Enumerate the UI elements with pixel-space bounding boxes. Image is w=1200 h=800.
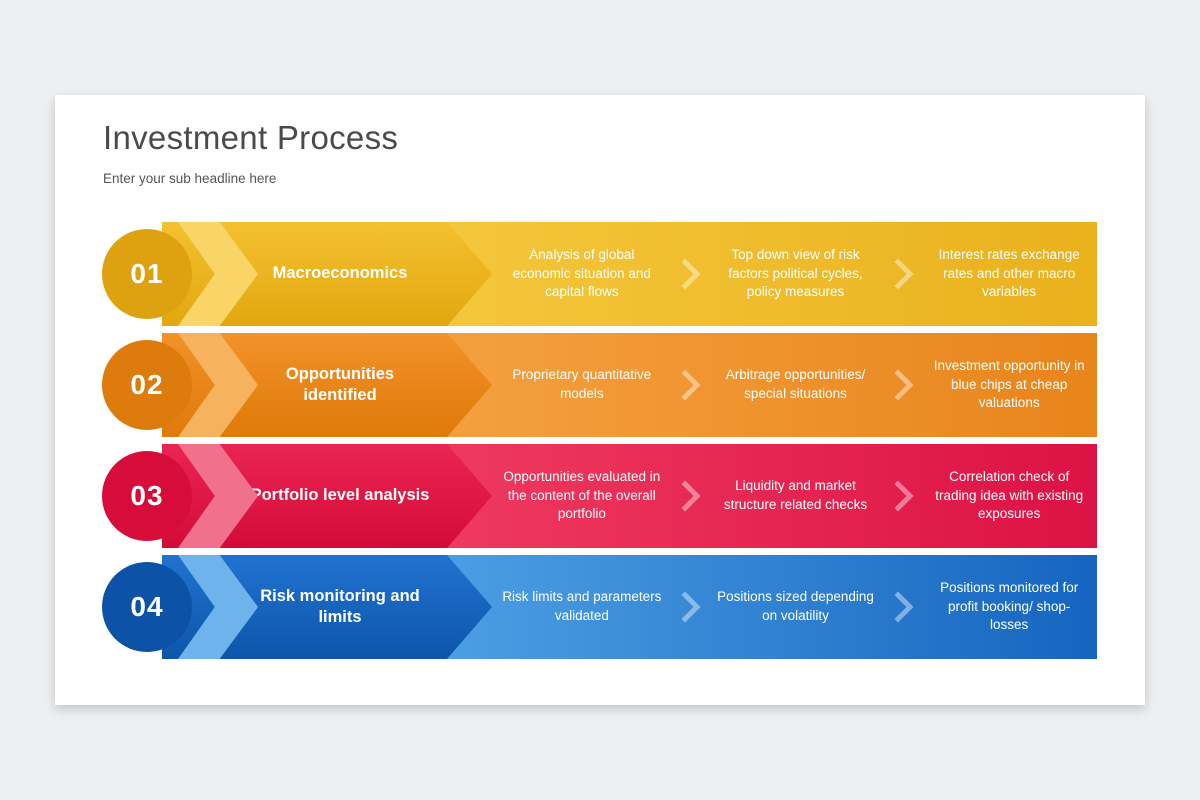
step-title: Macroeconomics <box>272 264 408 283</box>
step-number: 01 <box>130 258 164 289</box>
step-title: Risk monitoring and limits <box>260 586 420 626</box>
step-title: Opportunities identified <box>285 364 395 404</box>
step-detail: Correlation check of trading idea with e… <box>935 468 1084 522</box>
process-step-1: Analysis of global economic situation an… <box>102 222 1097 326</box>
step-bar-content: Risk limits and parameters validated Pos… <box>494 555 1097 659</box>
step-title: Portfolio level analysis <box>250 486 430 505</box>
step-number: 03 <box>130 480 164 511</box>
chevron-right-icon <box>883 374 921 396</box>
step-number: 02 <box>130 369 164 400</box>
process-steps: Analysis of global economic situation an… <box>102 222 1097 666</box>
step-detail: Top down view of risk factors political … <box>728 246 863 300</box>
chevron-right-icon <box>670 596 708 618</box>
slide-card: Investment Process Enter your sub headli… <box>55 95 1145 705</box>
step-bar-content: Proprietary quantitative models Arbitrag… <box>494 333 1097 437</box>
step-bar: Proprietary quantitative models Arbitrag… <box>430 333 1097 437</box>
step-bar: Opportunities evaluated in the content o… <box>430 444 1097 548</box>
step-bar-content: Opportunities evaluated in the content o… <box>494 444 1097 548</box>
step-detail: Liquidity and market structure related c… <box>723 478 868 512</box>
chevron-right-icon <box>883 485 921 507</box>
step-bar: Analysis of global economic situation an… <box>430 222 1097 326</box>
step-detail: Risk limits and parameters validated <box>502 589 662 623</box>
process-step-4: Risk limits and parameters validated Pos… <box>102 555 1097 659</box>
step-number-badge: 01 <box>102 229 192 319</box>
process-step-3: Opportunities evaluated in the content o… <box>102 444 1097 548</box>
chevron-right-icon <box>670 263 708 285</box>
chevron-right-icon <box>883 596 921 618</box>
step-detail: Positions monitored for profit booking/ … <box>940 579 1079 633</box>
step-detail: Investment opportunity in blue chips at … <box>933 357 1085 411</box>
step-number-badge: 04 <box>102 562 192 652</box>
process-step-2: Proprietary quantitative models Arbitrag… <box>102 333 1097 437</box>
step-detail: Opportunities evaluated in the content o… <box>503 468 661 522</box>
step-detail: Arbitrage opportunities/ special situati… <box>725 367 866 401</box>
step-detail: Positions sized depending on volatility <box>717 589 874 623</box>
step-number-badge: 02 <box>102 340 192 430</box>
slide-title: Investment Process <box>103 119 399 156</box>
step-detail: Analysis of global economic situation an… <box>512 246 651 300</box>
chevron-right-icon <box>883 263 921 285</box>
chevron-right-icon <box>670 374 708 396</box>
step-bar-content: Analysis of global economic situation an… <box>494 222 1097 326</box>
step-number-badge: 03 <box>102 451 192 541</box>
slide-subtitle: Enter your sub headline here <box>103 171 277 186</box>
step-detail: Interest rates exchange rates and other … <box>938 246 1080 300</box>
step-detail: Proprietary quantitative models <box>512 367 652 401</box>
step-number: 04 <box>130 591 164 622</box>
chevron-right-icon <box>670 485 708 507</box>
step-bar: Risk limits and parameters validated Pos… <box>430 555 1097 659</box>
